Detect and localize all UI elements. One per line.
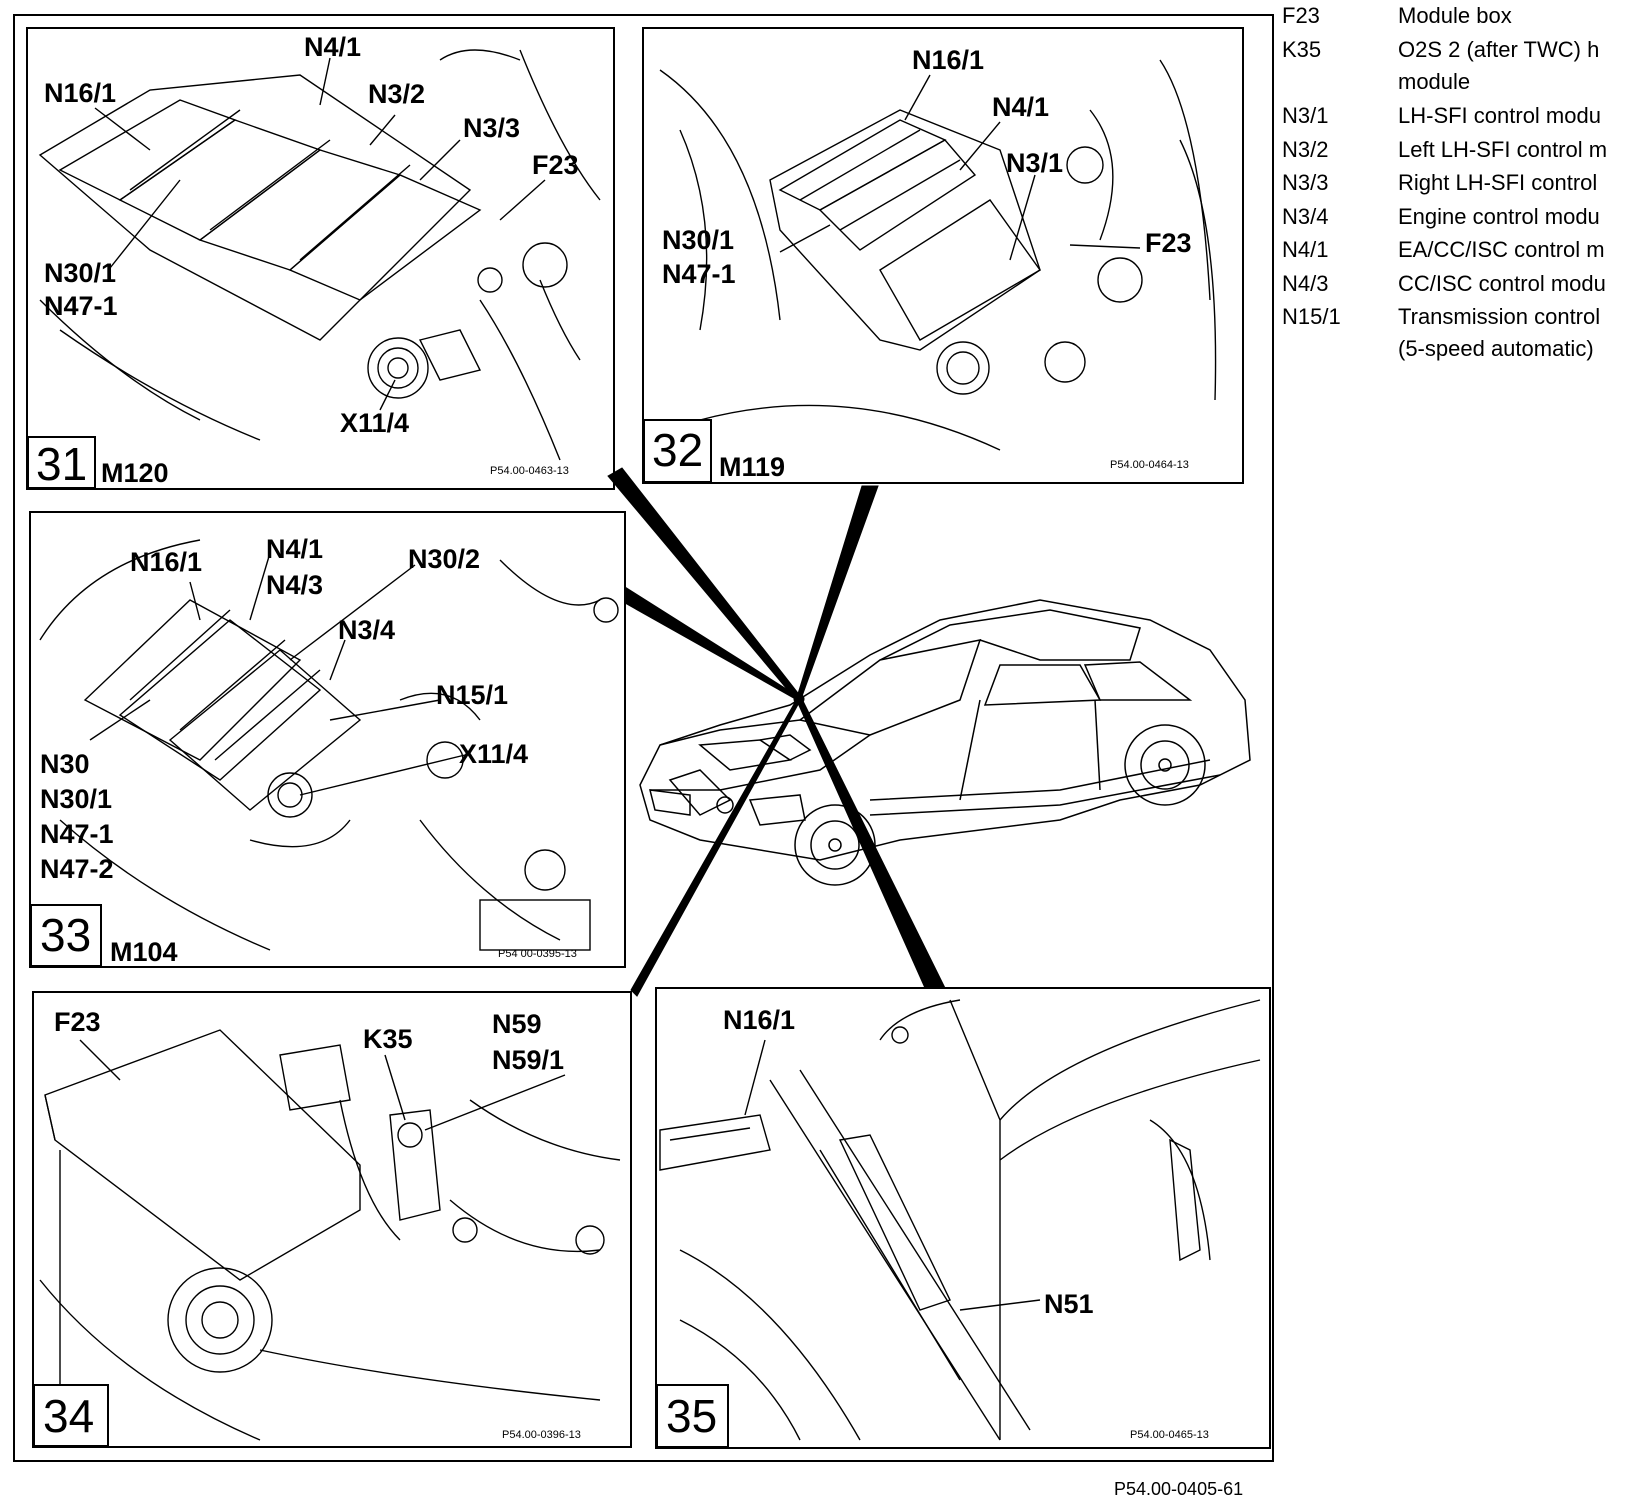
legend-desc-k35-line2: module xyxy=(1398,69,1470,94)
panel-31-ref: P54.00-0463-13 xyxy=(490,465,569,477)
panel-34-drawing xyxy=(39,1029,621,1441)
legend-code-n4-1: N4/1 xyxy=(1282,237,1328,262)
panel-32-engine: M119 xyxy=(719,452,785,482)
panel-34-ref: P54.00-0396-13 xyxy=(502,1429,581,1441)
panel-34-label-n59: N59 xyxy=(492,1009,542,1039)
panel-33-label-x11-4: X11/4 xyxy=(459,739,528,769)
panel-34-label-n59-1: N59/1 xyxy=(492,1045,564,1075)
panel-31-number: 31 xyxy=(36,438,87,490)
panel-33-label-n30-1: N30/1 xyxy=(40,784,112,814)
pointer-lines xyxy=(607,467,946,997)
panel-31-drawing xyxy=(38,49,601,461)
legend-desc-n3-4: Engine control modu xyxy=(1398,204,1600,229)
panel-31-engine: M120 xyxy=(101,458,169,488)
legend-desc-k35: O2S 2 (after TWC) h xyxy=(1398,37,1599,62)
panel-33-engine: M104 xyxy=(110,937,178,967)
legend-code-n3-3: N3/3 xyxy=(1282,170,1328,195)
panel-31-label-x11-4: X11/4 xyxy=(340,408,409,438)
panel-31-label-n47-1: N47-1 xyxy=(44,291,118,321)
pointer-to-34 xyxy=(630,695,801,997)
panel-31-number-box xyxy=(27,436,96,489)
legend-code-n3-1: N3/1 xyxy=(1282,103,1328,128)
panel-34-number: 34 xyxy=(43,1390,94,1442)
panel-35-label-n16-1: N16/1 xyxy=(723,1005,795,1035)
panel-32-label-n4-1: N4/1 xyxy=(992,92,1049,122)
legend-desc-n4-1: EA/CC/ISC control m xyxy=(1398,237,1605,262)
panel-32-ref: P54.00-0464-13 xyxy=(1110,459,1189,471)
legend-code-n4-3: N4/3 xyxy=(1282,271,1328,296)
panel-33-label-n16-1: N16/1 xyxy=(130,547,202,577)
pointer-to-35 xyxy=(796,696,946,989)
panel-33-label-n4-3: N4/3 xyxy=(266,570,323,600)
panel-32-label-f23: F23 xyxy=(1145,228,1192,258)
legend-desc-n3-1: LH-SFI control modu xyxy=(1398,103,1601,128)
outer-frame xyxy=(13,14,1274,1462)
car-illustration xyxy=(639,599,1251,886)
panel-33: N16/1 N4/1 N4/3 N30/2 N3/4 N15/1 X11/4 N… xyxy=(29,511,626,968)
panel-33-label-n3-4: N3/4 xyxy=(338,615,395,645)
panel-34: F23 K35 N59 N59/1 34 P54.00-0396-13 xyxy=(32,991,632,1448)
panel-33-label-n47-2: N47-2 xyxy=(40,854,114,884)
panel-31-label-n16-1: N16/1 xyxy=(44,78,116,108)
legend: F23 Module box K35 O2S 2 (after TWC) h m… xyxy=(1282,3,1607,361)
legend-code-f23: F23 xyxy=(1282,3,1320,28)
panel-32: N16/1 N4/1 N3/1 F23 N30/1 N47-1 32 M119 … xyxy=(642,27,1244,484)
panel-33-label-n30: N30 xyxy=(40,749,90,779)
legend-code-n3-2: N3/2 xyxy=(1282,137,1328,162)
panel-31-label-n3-3: N3/3 xyxy=(463,113,520,143)
panel-34-label-k35: K35 xyxy=(363,1024,413,1054)
panel-35: N16/1 N51 35 P54.00-0465-13 xyxy=(655,987,1271,1449)
panel-33-label-n30-2: N30/2 xyxy=(408,544,480,574)
legend-desc-n4-3: CC/ISC control modu xyxy=(1398,271,1606,296)
legend-code-n15-1: N15/1 xyxy=(1282,304,1341,329)
panel-31-label-f23: F23 xyxy=(532,150,579,180)
panel-32-label-n30-1: N30/1 xyxy=(662,225,734,255)
panel-32-number-box xyxy=(643,419,712,483)
panel-35-drawing xyxy=(659,999,1261,1441)
panel-33-drawing xyxy=(39,539,619,951)
panel-33-label-n47-1: N47-1 xyxy=(40,819,114,849)
legend-desc-f23: Module box xyxy=(1398,3,1512,28)
panel-32-label-n3-1: N3/1 xyxy=(1006,148,1063,178)
panel-32-label-n47-1: N47-1 xyxy=(662,259,736,289)
pointer-to-32 xyxy=(796,485,879,700)
legend-code-n3-4: N3/4 xyxy=(1282,204,1328,229)
panel-33-number: 33 xyxy=(40,909,91,961)
panel-35-number-box xyxy=(656,1384,729,1448)
legend-desc-n15-1-line2: (5-speed automatic) xyxy=(1398,336,1594,361)
legend-desc-n15-1: Transmission control xyxy=(1398,304,1600,329)
legend-code-k35: K35 xyxy=(1282,37,1321,62)
panel-31: N16/1 N4/1 N3/2 N3/3 F23 N30/1 N47-1 X11… xyxy=(26,27,615,490)
panel-32-label-n16-1: N16/1 xyxy=(912,45,984,75)
panel-33-label-n15-1: N15/1 xyxy=(436,680,508,710)
pointer-to-31 xyxy=(607,467,802,702)
legend-desc-n3-3: Right LH-SFI control xyxy=(1398,170,1597,195)
panel-35-number: 35 xyxy=(666,1390,717,1442)
panel-35-label-n51: N51 xyxy=(1044,1289,1094,1319)
pointer-to-33 xyxy=(624,586,800,702)
panel-31-label-n4-1: N4/1 xyxy=(304,32,361,62)
panel-31-label-n3-2: N3/2 xyxy=(368,79,425,109)
panel-33-number-box xyxy=(30,904,102,967)
panel-35-ref: P54.00-0465-13 xyxy=(1130,1429,1209,1441)
panel-31-label-n30-1: N30/1 xyxy=(44,258,116,288)
panel-34-label-f23: F23 xyxy=(54,1007,101,1037)
panel-32-drawing xyxy=(659,59,1217,451)
legend-desc-n3-2: Left LH-SFI control m xyxy=(1398,137,1607,162)
panel-34-number-box xyxy=(33,1384,109,1447)
panel-33-label-n4-1: N4/1 xyxy=(266,534,323,564)
figure-reference: P54.00-0405-61 xyxy=(1114,1479,1243,1499)
panel-32-number: 32 xyxy=(652,424,703,476)
panel-33-ref: P54 00-0395-13 xyxy=(498,948,577,960)
